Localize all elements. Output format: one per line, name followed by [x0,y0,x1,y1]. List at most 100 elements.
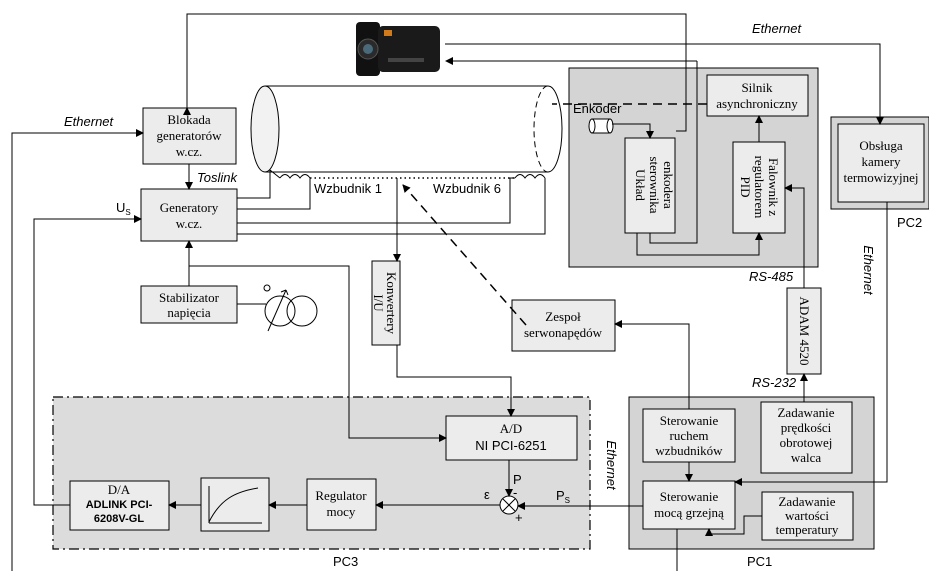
regulator-line2: mocy [327,504,356,519]
svg-text:sterownika: sterownika [647,156,662,213]
coil-1-icon [279,174,311,179]
obsluga-block [837,123,925,203]
svg-text:enkodera: enkodera [661,161,676,209]
roller-cylinder [250,85,563,173]
svg-text:Konwertery: Konwertery [384,272,399,335]
connection-uklad-to-falownik [636,232,763,256]
connection-encoder-to-uklad [612,123,654,139]
uklad-text: Układ sterownika enkodera [633,156,676,213]
variable-transformer-icon [263,284,318,332]
generatory-line2: w.cz. [176,216,203,231]
adam-text: ADAM 4520 [797,297,812,366]
silnik-block [706,74,809,117]
da-line2: ADLINK PCI- [86,499,153,511]
enkoder-label: Enkoder [573,101,622,116]
svg-text:Falownik z: Falownik z [766,158,781,216]
falownik-block [732,141,786,234]
konwertery-text: Konwertery I/U [371,272,399,335]
uklad-block [624,137,676,234]
pc1-label: PC1 [747,554,772,569]
minus-label: - [513,485,517,500]
connection-obsluga-to-sterowanie [734,202,888,486]
silnik-line2: asynchroniczny [716,96,798,111]
connection-servo-to-coils [402,184,527,326]
blokada-block [142,107,237,165]
svg-text:regulatorem: regulatorem [752,156,767,219]
da-line3: 6208V-GL [94,513,144,525]
ruch-line2: ruchem [670,428,709,443]
wzbudnik1-label: Wzbudnik 1 [314,181,382,196]
silnik-line1: Silnik [741,80,773,95]
connection-adam-to-falownik [784,184,805,288]
us-label: US [116,200,131,217]
pc3-label: PC3 [333,554,358,569]
predkosc-line2: prędkości [781,420,832,435]
temp-line1: Zadawanie [778,494,835,509]
stabilizator-line1: Stabilizator [159,290,220,305]
ruch-line1: Sterowanie [660,413,719,428]
wzbudnik6-label: Wzbudnik 6 [433,181,501,196]
blokada-line2: generatorów [157,128,223,143]
wire-gen-coil1-a [237,168,281,199]
zadawanie-predkosci-block [760,401,853,474]
svg-text:ADAM 4520: ADAM 4520 [797,297,812,366]
da-block [69,480,170,531]
temp-line2: wartości [785,508,829,523]
obsluga-line2: kamery [862,154,901,169]
ethernet-pc3-label: Ethernet [604,440,619,491]
toslink-label: Toslink [197,170,238,185]
connection-konwertery-to-ad [396,345,515,417]
obsluga-line3: termowizyjnej [843,170,918,185]
rs232-label: RS-232 [752,375,797,390]
falownik-text: Falownik z regulatorem PID [738,156,781,219]
blokada-line1: Blokada [167,112,211,127]
regulator-block [306,478,377,531]
sterowanie-ruchem-block [642,408,736,463]
ethernet-top-label: Ethernet [752,21,803,36]
encoder-icon [588,118,614,134]
ethernet-right-label: Ethernet [861,245,876,296]
connection-encoder-to-blokada [183,13,687,132]
svg-text:Ethernet: Ethernet [604,440,619,491]
connection-gen-to-ad [189,265,447,442]
connection-temp-to-moca [705,515,762,536]
connection-ethernet-to-blokada [11,129,144,571]
svg-text:Ethernet: Ethernet [861,245,876,296]
characteristic-axes [208,486,262,524]
pc2-label: PC2 [897,215,922,230]
blokada-line3: w.cz. [176,144,203,159]
characteristic-block [200,477,270,532]
da-line1: D/A [108,482,131,497]
zespol-line1: Zespoł [545,309,581,324]
connection-uklad-out [649,61,698,244]
konwertery-block [371,260,401,346]
wire-gen-coil6-a [237,177,515,224]
ad-line1: A/D [500,421,522,436]
p-label: P [513,472,522,487]
connection-ruch-to-zespol [614,320,690,409]
epsilon-label: ε [484,487,490,502]
svg-text:Układ: Układ [633,169,648,201]
regulator-line1: Regulator [315,488,367,503]
generatory-block [140,188,238,242]
plus-label: + [515,510,523,525]
characteristic-curve [208,487,259,523]
moca-line1: Sterowanie [660,489,719,504]
thermal-camera-icon [356,22,440,76]
ad-line2: NI PCI-6251 [475,438,547,453]
wire-gen-coil6-b [237,178,546,235]
ethernet-left-label: Ethernet [64,114,115,129]
obsluga-line1: Obsługa [859,138,903,153]
zespol-block [511,299,616,352]
summing-junction-icon [499,495,519,515]
stabilizator-line2: napięcia [167,305,211,320]
temp-line3: temperatury [776,522,839,537]
connection-camera-to-obsluga [445,43,884,125]
sterowanie-moca-block [642,480,736,530]
generatory-line1: Generatory [160,200,219,215]
zadawanie-temp-block [761,491,854,541]
svg-text:I/U: I/U [371,294,386,312]
zespol-line2: serwonapędów [524,325,603,340]
rs485-label: RS-485 [749,269,794,284]
